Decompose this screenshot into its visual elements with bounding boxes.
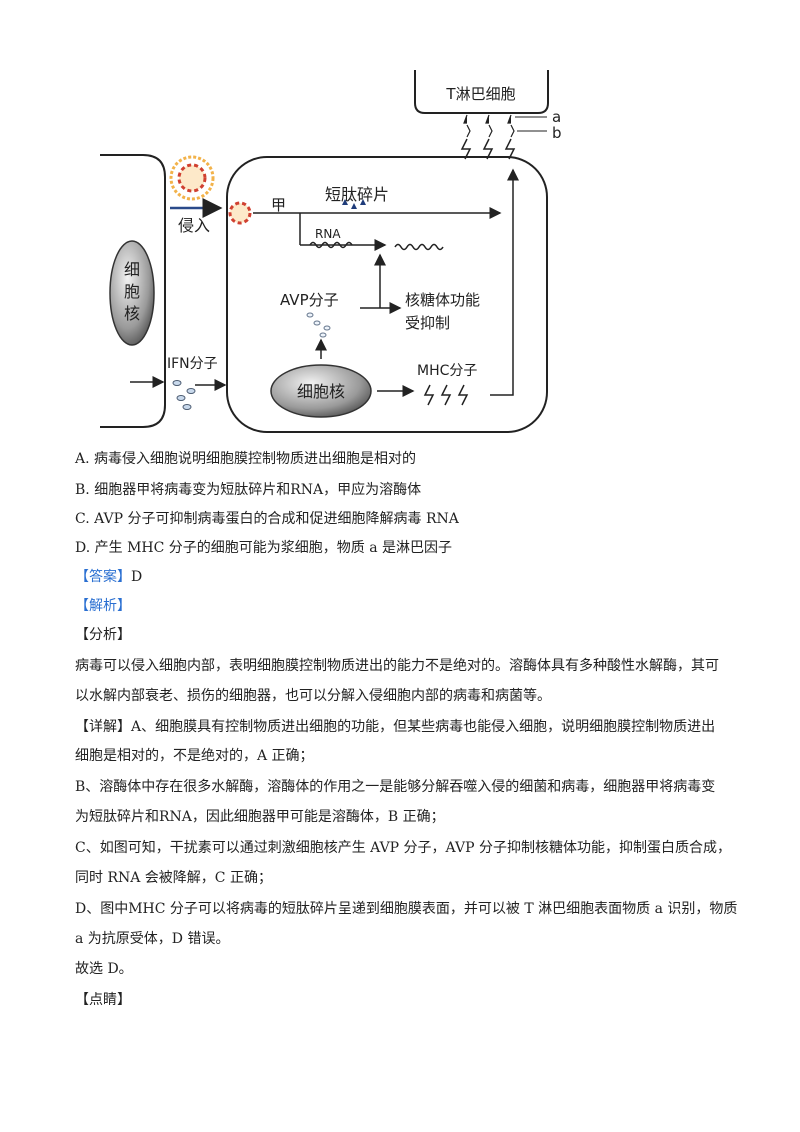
- immune-cell-diagram: T淋巴细胞 a b 细 胞 核 侵入 甲 短肽碎片 RNA: [100, 70, 562, 433]
- option-a: A. 病毒侵入细胞说明细胞膜控制物质进出细胞是相对的: [75, 451, 417, 467]
- t-lymphocyte: [414, 70, 549, 114]
- ribosome-label-1: 核糖体功能: [405, 291, 480, 309]
- detail-line-7: D、图中MHC 分子可以将病毒的短肽碎片呈递到细胞膜表面，并可以被 T 淋巴细胞…: [75, 901, 738, 917]
- label-b: b: [552, 124, 562, 142]
- detail-line-4: 为短肽碎片和RNA，因此细胞器甲可能是溶酶体，B 正确；: [75, 809, 445, 825]
- avp-molecules: [306, 312, 331, 338]
- left-nucleus-char-2: 胞: [124, 282, 140, 301]
- rna-wave: [309, 241, 353, 249]
- fenxi-line-1: 病毒可以侵入细胞内部，表明细胞膜控制物质进出的能力不是绝对的。溶酶体具有多种酸性…: [75, 658, 719, 674]
- mhc-label: MHC分子: [417, 363, 477, 379]
- ifn-molecules: [172, 380, 196, 410]
- left-nucleus: [109, 240, 155, 346]
- answer-tag: 【答案】: [75, 569, 131, 585]
- organelle-jia-icon: [228, 201, 252, 225]
- option-b: B. 细胞器甲将病毒变为短肽碎片和RNA，甲应为溶酶体: [75, 482, 422, 498]
- t-lymphocyte-label: T淋巴细胞: [445, 85, 515, 103]
- dianjing-tag: 【点睛】: [75, 992, 131, 1008]
- detail-line-2: 细胞是相对的，不是绝对的，A 正确；: [75, 748, 314, 764]
- fenxi-tag: 【分析】: [75, 627, 131, 643]
- left-nucleus-char-3: 核: [124, 304, 140, 323]
- detail-line-9: 故选 D。: [75, 961, 133, 977]
- option-c: C. AVP 分子可抑制病毒蛋白的合成和促进细胞降解病毒 RNA: [75, 511, 459, 527]
- right-nucleus-label: 细胞核: [297, 382, 345, 401]
- mhc-molecules: [423, 384, 469, 406]
- mhc-transport-arrow: [490, 168, 519, 396]
- ribosome-label-2: 受抑制: [405, 314, 450, 332]
- right-cell-membrane: [226, 156, 548, 433]
- analysis-tag: 【解析】: [75, 598, 131, 614]
- left-nucleus-char-1: 细: [124, 260, 140, 279]
- fenxi-line-2: 以水解内部衰老、损伤的细胞器，也可以分解入侵细胞内部的病毒和病菌等。: [75, 688, 551, 704]
- label-a: a: [552, 108, 561, 126]
- jia-label: 甲: [271, 196, 286, 214]
- peptide-fragments: [342, 199, 366, 209]
- option-d: D. 产生 MHC 分子的细胞可能为浆细胞，物质 a 是淋巴因子: [75, 540, 453, 556]
- left-cell-membrane: [100, 154, 166, 428]
- detail-line-3: B、溶酶体中存在很多水解酶，溶酶体的作用之一是能够分解吞噬入侵的细菌和病毒，细胞…: [75, 779, 716, 795]
- detail-line-6: 同时 RNA 会被降解，C 正确；: [75, 870, 272, 886]
- detail-line-8: a 为抗原受体，D 错误。: [75, 931, 230, 947]
- detail-line-1: 【详解】A、细胞膜具有控制物质进出细胞的功能，但某些病毒也能侵入细胞，说明细胞膜…: [75, 719, 716, 735]
- virus-icon: [169, 155, 215, 201]
- peptide-label: 短肽碎片: [325, 185, 389, 204]
- answer-line: 【答案】D: [75, 567, 142, 587]
- degraded-rna-wave: [394, 243, 444, 251]
- detail-line-5: C、如图可知，干扰素可以通过刺激细胞核产生 AVP 分子，AVP 分子抑制核糖体…: [75, 840, 731, 856]
- receptor-group: [460, 114, 516, 160]
- ifn-label: IFN分子: [167, 356, 218, 372]
- invade-label: 侵入: [178, 216, 210, 235]
- answer-value: D: [131, 569, 143, 585]
- avp-label: AVP分子: [280, 291, 339, 309]
- right-nucleus: [270, 364, 372, 418]
- rna-label: RNA: [315, 227, 341, 241]
